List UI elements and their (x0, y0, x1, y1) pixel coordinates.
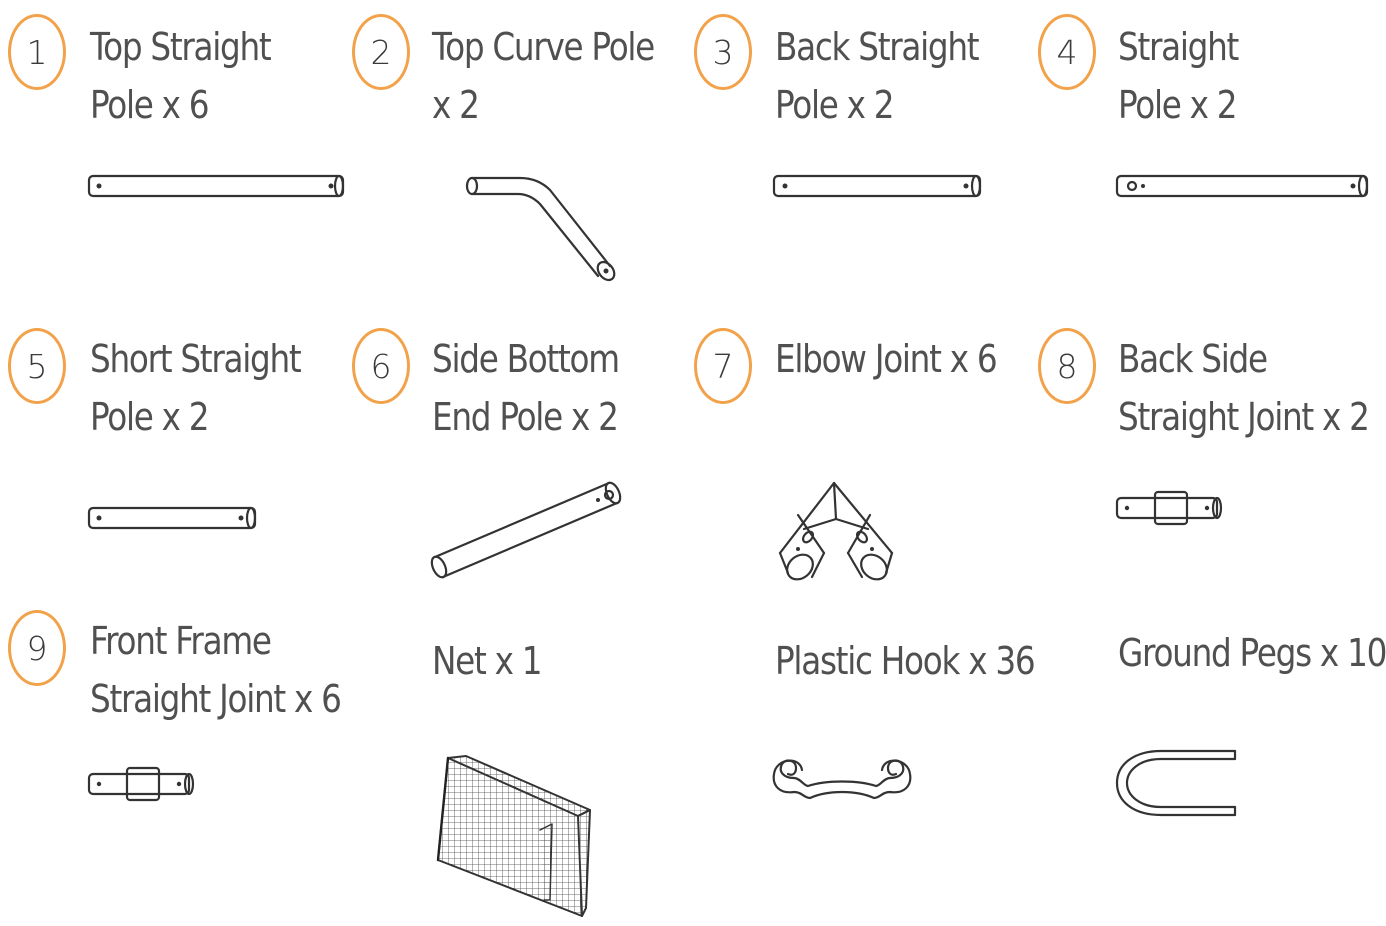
part-number-badge: 2 (352, 14, 410, 90)
part-label: Front Frame Straight Joint x 6 (90, 612, 342, 728)
ground-peg-icon (1115, 749, 1237, 817)
part-label: Net x 1 (432, 632, 543, 690)
straight-joint-icon (1115, 490, 1223, 526)
part-label: Back Straight Pole x 2 (775, 18, 980, 134)
part-label-line2: Straight Joint x 6 (90, 677, 342, 721)
part-label-line1: Net x 1 (432, 639, 543, 683)
elbow-joint-icon (778, 481, 894, 581)
part-number-badge: 3 (694, 14, 752, 90)
part-label: Back Side Straight Joint x 2 (1118, 330, 1370, 446)
part-label-line2: Pole x 6 (90, 83, 210, 127)
part-number-badge: 8 (1038, 328, 1096, 404)
part-label-line1: Front Frame (90, 619, 272, 663)
part-label-line2: Pole x 2 (90, 395, 210, 439)
curved-pole-icon (465, 176, 616, 282)
part-label-line1: Plastic Hook x 36 (775, 639, 1036, 683)
straight-joint-icon (87, 766, 195, 802)
plastic-hook-icon (772, 759, 912, 800)
part-number-badge: 6 (352, 328, 410, 404)
part-number-badge: 4 (1038, 14, 1096, 90)
part-label: Side Bottom End Pole x 2 (432, 330, 620, 446)
part-label-line2: End Pole x 2 (432, 395, 619, 439)
part-label-line1: Short Straight (90, 337, 302, 381)
straight-pole-icon (1115, 174, 1369, 198)
part-label: Plastic Hook x 36 (775, 632, 1036, 690)
part-label: Straight Pole x 2 (1118, 18, 1239, 134)
part-label-line2: Straight Joint x 2 (1118, 395, 1370, 439)
part-label-line2: x 2 (432, 83, 480, 127)
part-number-badge: 7 (694, 328, 752, 404)
net-icon (436, 755, 591, 917)
part-label-line1: Elbow Joint x 6 (775, 337, 998, 381)
part-label-line2: Pole x 2 (1118, 83, 1238, 127)
part-label-line2: Pole x 2 (775, 83, 895, 127)
part-number-badge: 5 (8, 328, 66, 404)
part-label: Top Curve Pole x 2 (432, 18, 655, 134)
diagonal-pole-icon (430, 481, 622, 579)
part-label-line1: Top Straight (90, 25, 272, 69)
part-label: Ground Pegs x 10 (1118, 624, 1386, 682)
part-label-line1: Straight (1118, 25, 1239, 69)
part-label-line1: Side Bottom (432, 337, 620, 381)
part-label-line1: Top Curve Pole (432, 25, 655, 69)
part-label-line1: Ground Pegs x 10 (1118, 631, 1386, 675)
part-label: Short Straight Pole x 2 (90, 330, 302, 446)
part-label: Elbow Joint x 6 (775, 330, 998, 388)
short-pole-icon (87, 506, 257, 530)
part-label-line1: Back Straight (775, 25, 980, 69)
straight-pole-icon (87, 174, 345, 198)
part-label: Top Straight Pole x 6 (90, 18, 272, 134)
straight-pole-icon (772, 174, 982, 198)
part-label-line1: Back Side (1118, 337, 1268, 381)
part-number-badge: 1 (8, 14, 66, 90)
part-number-badge: 9 (8, 610, 66, 686)
